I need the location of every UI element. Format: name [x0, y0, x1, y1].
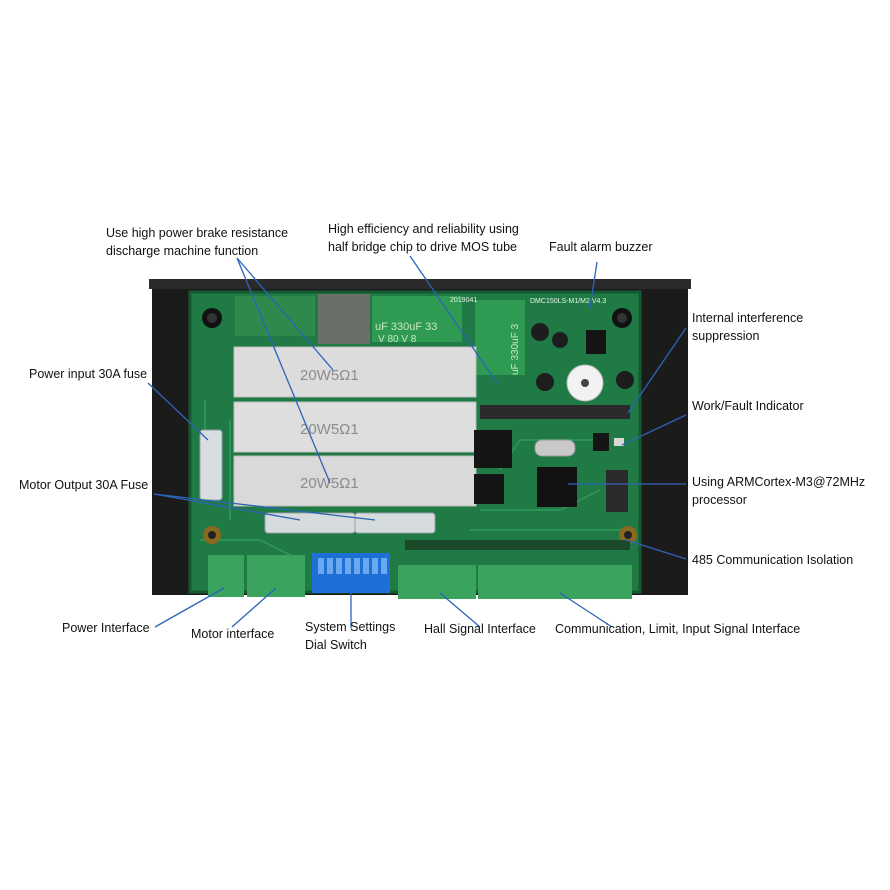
label-motor-interface: Motor interface [191, 627, 275, 641]
label-half-bridge-line2: half bridge chip to drive MOS tube [328, 240, 517, 254]
comm-terminal-block [478, 565, 632, 599]
label-motor-output-fuse: Motor Output 30A Fuse [19, 478, 149, 492]
mounting-screws [202, 308, 637, 544]
label-brake-resistance-line1: Use high power brake resistance [106, 226, 289, 240]
resistor-print-3: 20W5Ω1 [300, 475, 359, 492]
capacitor-print-2: V 80 V 8 [378, 334, 417, 345]
power-terminal-block [208, 555, 244, 597]
buzzer-hole [581, 379, 589, 387]
label-fault-alarm-buzzer: Fault alarm buzzer [549, 240, 653, 254]
capacitor-print: uF 330uF 33 [375, 321, 437, 333]
status-led [614, 438, 624, 446]
interference-ic [586, 330, 606, 354]
label-arm-processor-line1: Using ARMCortex-M3@72MHz [692, 475, 866, 489]
terminal-pin-row [405, 540, 630, 550]
pcb-model-code: DMC150LS-M1/M2 V4.3 [530, 298, 606, 305]
capacitor-bank-mid [372, 296, 462, 342]
label-interference-line2: suppression [692, 329, 760, 343]
resistor-print-2: 20W5Ω1 [300, 421, 359, 438]
label-dial-switch-line2: Dial Switch [305, 638, 367, 652]
capacitor-grey-block [318, 294, 370, 344]
led-driver [593, 433, 609, 451]
enclosure-top-lip [149, 279, 691, 289]
label-power-input-fuse: Power input 30A fuse [29, 367, 148, 381]
small-capacitors [531, 323, 634, 391]
arm-processor-chip [537, 467, 577, 507]
label-work-fault-indicator: Work/Fault Indicator [692, 399, 804, 413]
label-485-isolation: 485 Communication Isolation [692, 553, 854, 567]
connector-header-row [480, 405, 630, 419]
hall-terminal-block [398, 565, 476, 599]
label-hall-signal-interface: Hall Signal Interface [424, 622, 536, 636]
label-half-bridge-line1: High efficiency and reliability using [328, 222, 519, 236]
brake-resistors [233, 346, 477, 507]
mos-driver-ic [474, 430, 512, 468]
power-input-fuse [199, 429, 223, 501]
crystal-oscillator [534, 439, 576, 457]
pcb-date-code: 2019041 [450, 297, 477, 304]
leader-lines [147, 255, 687, 628]
capacitor-right-print: uF 330uF 3 [510, 323, 521, 375]
label-brake-resistance-line2: discharge machine function [106, 244, 259, 258]
resistor-print-1: 20W5Ω1 [300, 367, 359, 384]
label-dial-switch-line1: System Settings [305, 620, 396, 634]
mos-driver-ic-2 [474, 474, 504, 504]
dip-switch-keys [318, 558, 387, 574]
jtag-header [606, 470, 628, 512]
label-communication-interface: Communication, Limit, Input Signal Inter… [555, 622, 801, 636]
motor-output-fuse-2 [354, 512, 436, 534]
label-interference-line1: Internal interference [692, 311, 804, 325]
motor-terminal-block [247, 555, 305, 597]
label-arm-processor-line2: processor [692, 493, 747, 507]
label-power-interface: Power Interface [62, 621, 150, 635]
